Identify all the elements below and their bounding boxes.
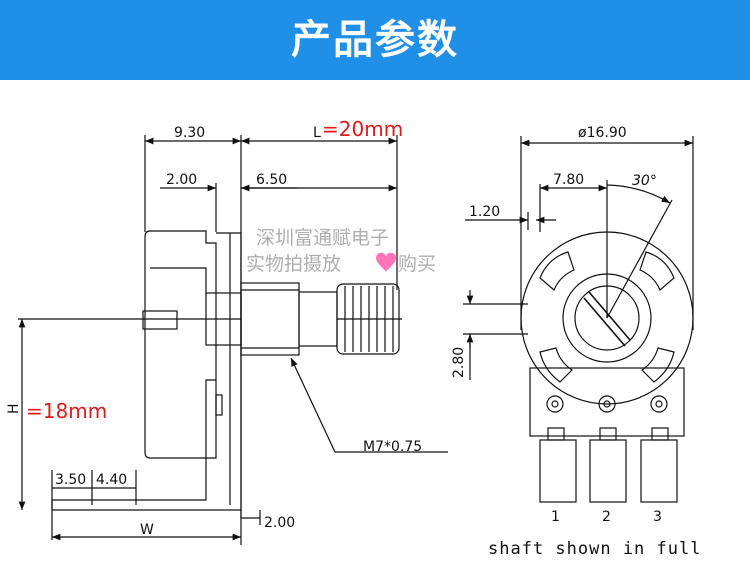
rear-tab: [142, 310, 178, 330]
housing-step: [150, 267, 207, 295]
dim-diameter: ø16.90: [578, 125, 627, 141]
watermark-line-2b: 购买: [398, 253, 436, 275]
front-view: [463, 136, 694, 503]
dim-W: W: [140, 522, 154, 538]
side-view: [18, 135, 448, 545]
bushing: [240, 282, 300, 356]
dim-2-80: 2.80: [451, 347, 467, 378]
angle-arc: [606, 184, 671, 204]
dim-3-50: 3.50: [55, 472, 86, 488]
shaft-face: [574, 285, 640, 351]
pin-label-3: 3: [653, 509, 662, 525]
body-lobe-lower-left: [539, 347, 573, 383]
dim-6-50: 6.50: [256, 172, 287, 188]
dim-1-20: 1.20: [469, 204, 500, 220]
thread-label: M7*0.75: [363, 439, 422, 455]
shaft-note: shaft shown in full: [488, 539, 701, 559]
body-lobe-right: [639, 251, 675, 291]
heart-icon: [376, 252, 396, 272]
header-banner: [0, 0, 750, 80]
page-title: 产品参数: [291, 17, 459, 63]
shaft-outer-ring: [562, 273, 652, 363]
dim-H-value: =18mm: [26, 399, 107, 423]
mounting-plate: [51, 232, 242, 511]
dim-2-00-top: 2.00: [166, 172, 197, 188]
dim-L: L: [313, 125, 321, 141]
body-lobe-lower-right: [641, 347, 675, 383]
dim-2-00-bottom: 2.00: [264, 515, 295, 531]
shaft-slot-a: [588, 291, 631, 341]
pin-3-body: [640, 439, 678, 503]
watermark-line-2a: 实物拍摄放: [246, 253, 341, 275]
angle-ray: [606, 199, 673, 319]
watermark: 深圳富通赋电子 实物拍摄放 购买: [246, 227, 436, 275]
dim-4-40: 4.40: [96, 472, 127, 488]
dim-L-value: =20mm: [322, 117, 403, 141]
shaft-slot-b: [583, 297, 626, 347]
dim-7-80: 7.80: [553, 172, 584, 188]
body-lobe-left: [539, 251, 575, 291]
plate-notch: [215, 394, 223, 416]
terminal-block: [529, 367, 685, 437]
dim-H: H: [6, 403, 22, 414]
thread-leader: [290, 357, 336, 453]
pin-1-body: [539, 439, 577, 503]
pin-label-2: 2: [602, 509, 611, 525]
watermark-line-1: 深圳富通赋电子: [256, 227, 389, 249]
housing-outline: [144, 230, 217, 459]
dim-angle: 30°: [632, 173, 657, 189]
pin-label-1: 1: [551, 509, 560, 525]
body-circle: [520, 231, 694, 405]
dim-9-30: 9.30: [174, 125, 205, 141]
shaft-collar: [298, 291, 338, 347]
pin-2-body: [589, 439, 627, 503]
